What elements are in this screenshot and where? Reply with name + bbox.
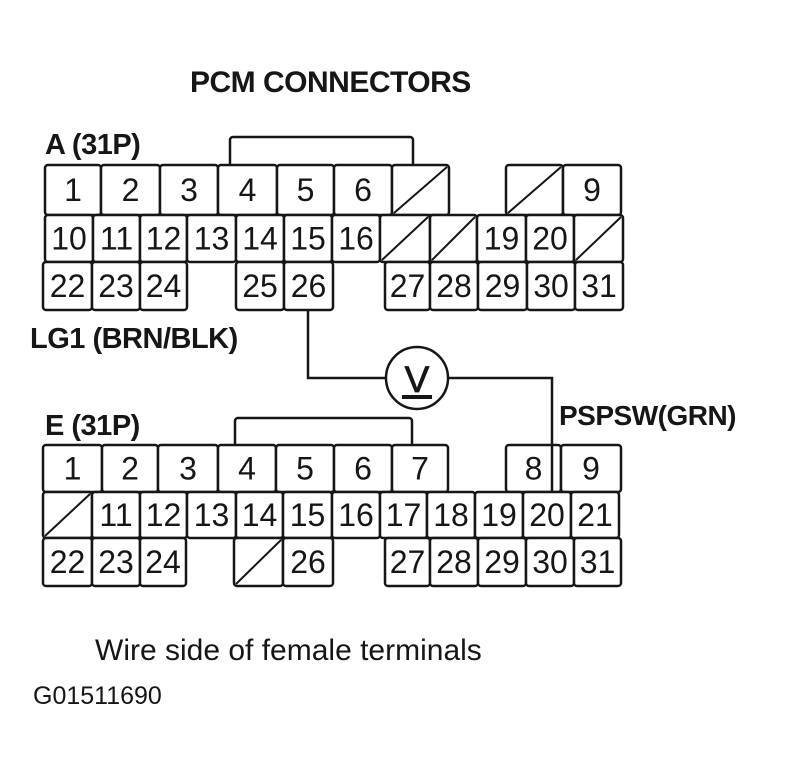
pin-cell-a31 xyxy=(573,260,625,312)
pin-number: 13 xyxy=(194,497,230,533)
pin-number: 23 xyxy=(98,268,134,304)
wire-pspsw xyxy=(448,376,554,491)
pin-number: 6 xyxy=(354,451,372,487)
connector-a-tab xyxy=(228,135,415,169)
connector-e-label: E (31P) xyxy=(45,410,140,442)
pin-number: 15 xyxy=(290,221,326,257)
pin-number: 14 xyxy=(242,497,278,533)
slash-mark xyxy=(575,216,622,261)
pin-number: 16 xyxy=(338,221,374,257)
pin-number: 24 xyxy=(146,268,182,304)
pin-cell-e24 xyxy=(138,536,188,588)
slash-mark xyxy=(235,539,282,585)
pin-number: 19 xyxy=(481,497,517,533)
pin-number: 10 xyxy=(51,221,87,257)
voltmeter-circle xyxy=(384,345,450,411)
pin-number: 2 xyxy=(122,172,140,208)
wire-layer xyxy=(306,310,554,491)
pin-number: 9 xyxy=(582,451,600,487)
pin-number: 29 xyxy=(484,544,520,580)
pin-number: 4 xyxy=(239,172,257,208)
pin-number: 16 xyxy=(338,497,374,533)
caption: Wire side of female terminals xyxy=(95,634,482,667)
pin-number: 26 xyxy=(291,268,327,304)
pin-number: 19 xyxy=(484,221,520,257)
slash-mark xyxy=(393,166,448,214)
slash-mark xyxy=(431,216,476,261)
diagram-title: PCM CONNECTORS xyxy=(190,66,471,99)
wire-pspsw-label: PSPSW(GRN) xyxy=(559,400,737,431)
pin-number: 28 xyxy=(436,268,472,304)
pin-number: 3 xyxy=(179,451,197,487)
pin-number: 24 xyxy=(145,544,181,580)
pin-number: 30 xyxy=(532,544,568,580)
pin-number: 9 xyxy=(583,172,601,208)
pin-cell-e31 xyxy=(572,536,623,588)
pin-number: 25 xyxy=(242,268,278,304)
pin-number: 18 xyxy=(433,497,469,533)
pin-number: 7 xyxy=(411,451,429,487)
pin-number: 23 xyxy=(98,544,134,580)
pin-number: 13 xyxy=(194,221,230,257)
pin-number: 28 xyxy=(436,544,472,580)
voltmeter-symbol: V xyxy=(405,359,430,400)
pin-cell-a24 xyxy=(138,260,189,312)
voltmeter-icon: V xyxy=(384,345,450,411)
slash-mark xyxy=(381,216,429,261)
pin-number: 31 xyxy=(581,268,617,304)
pin-number: 27 xyxy=(390,268,426,304)
slash-mark xyxy=(507,166,562,214)
pin-number: 30 xyxy=(533,268,569,304)
pin-number: 3 xyxy=(180,172,198,208)
pin-number: 20 xyxy=(532,221,568,257)
pin-number: 26 xyxy=(290,544,326,580)
pin-number: 22 xyxy=(50,544,86,580)
pin-cell-e26 xyxy=(281,536,335,588)
pin-number: 22 xyxy=(50,268,86,304)
slash-mark xyxy=(44,493,91,537)
pin-number: 2 xyxy=(121,451,139,487)
pin-number: 6 xyxy=(354,172,372,208)
pin-number: 20 xyxy=(529,497,565,533)
wire-lg1-label: LG1 (BRN/BLK) xyxy=(30,323,238,355)
pin-number: 12 xyxy=(146,497,182,533)
pin-number: 27 xyxy=(390,544,426,580)
connector-a-label: A (31P) xyxy=(45,129,141,161)
connector-e-tab xyxy=(233,416,414,449)
wire-lg1 xyxy=(306,310,387,380)
figure-id: G01511690 xyxy=(33,682,162,710)
pin-number: 8 xyxy=(525,451,543,487)
pin-number: 17 xyxy=(386,497,422,533)
pin-number: 29 xyxy=(485,268,521,304)
pin-number: 11 xyxy=(100,221,133,257)
pin-number: 14 xyxy=(242,221,278,257)
pin-number: 11 xyxy=(99,497,132,533)
pin-number: 31 xyxy=(580,544,616,580)
pin-number: 5 xyxy=(296,451,314,487)
pin-number: 4 xyxy=(238,451,256,487)
pin-number: 12 xyxy=(146,221,182,257)
pin-number: 21 xyxy=(577,497,613,533)
pin-number: 1 xyxy=(64,451,82,487)
pin-number: 5 xyxy=(297,172,315,208)
pin-number: 1 xyxy=(64,172,82,208)
pin-number: 15 xyxy=(290,497,326,533)
